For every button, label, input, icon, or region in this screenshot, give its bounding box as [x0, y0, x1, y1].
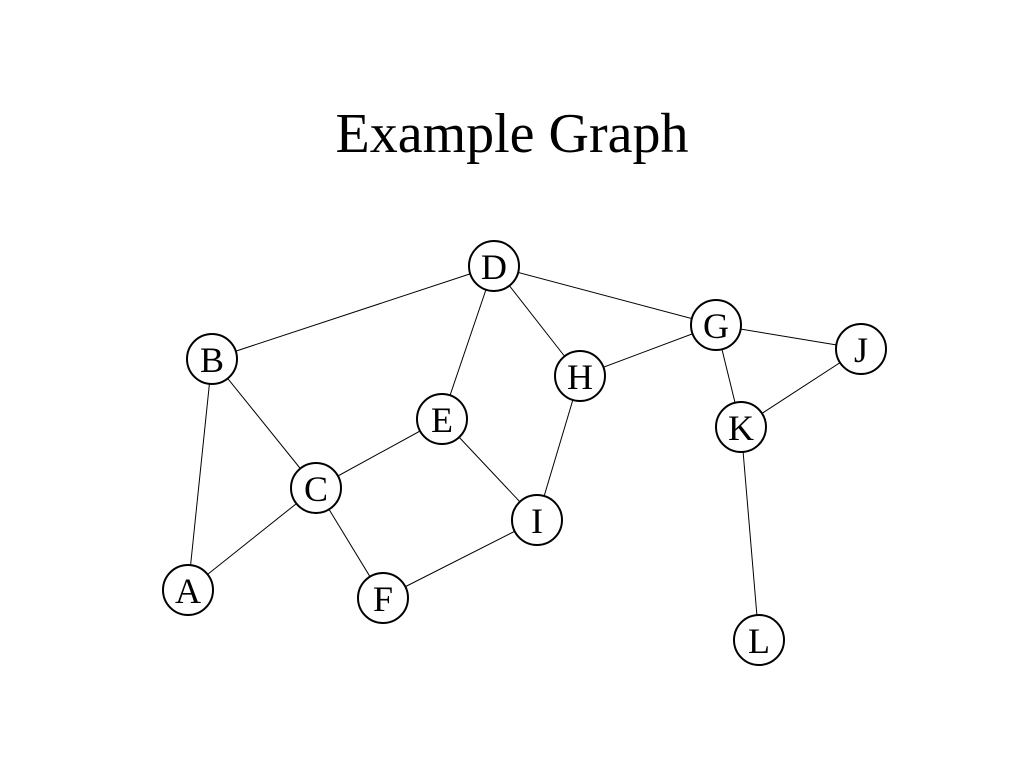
- edge-c-a: [187, 487, 317, 591]
- node-circle-j: [835, 323, 887, 375]
- edge-b-a: [187, 358, 213, 591]
- node-label-k: K: [728, 408, 754, 448]
- node-label-b: B: [200, 340, 224, 380]
- node-circle-b: [186, 333, 238, 385]
- node-circle-l: [733, 614, 785, 666]
- edges-layer: [187, 265, 862, 641]
- node-circle-e: [416, 393, 468, 445]
- node-label-j: J: [854, 330, 868, 370]
- edge-d-e: [441, 265, 495, 420]
- node-g: G: [690, 299, 742, 351]
- node-label-i: I: [531, 501, 543, 541]
- node-label-c: C: [304, 469, 328, 509]
- node-label-e: E: [431, 400, 453, 440]
- nodes-layer: A B C D E F G H I J K L: [162, 240, 887, 666]
- diagram-title: Example Graph: [335, 103, 689, 165]
- node-k: K: [715, 401, 767, 453]
- node-j: J: [835, 323, 887, 375]
- node-circle-g: [690, 299, 742, 351]
- node-circle-i: [511, 494, 563, 546]
- node-circle-a: [162, 564, 214, 616]
- node-label-g: G: [703, 306, 729, 346]
- node-label-d: D: [481, 247, 507, 287]
- node-d: D: [468, 240, 520, 292]
- node-f: F: [357, 572, 409, 624]
- node-a: A: [162, 564, 214, 616]
- node-circle-d: [468, 240, 520, 292]
- node-c: C: [290, 462, 342, 514]
- edge-d-g: [493, 265, 717, 326]
- node-e: E: [416, 393, 468, 445]
- edge-k-l: [740, 426, 760, 641]
- node-l: L: [733, 614, 785, 666]
- edge-f-i: [382, 519, 538, 599]
- node-i: I: [511, 494, 563, 546]
- node-h: H: [554, 350, 606, 402]
- node-b: B: [186, 333, 238, 385]
- node-label-l: L: [748, 621, 770, 661]
- node-circle-k: [715, 401, 767, 453]
- node-label-f: F: [373, 579, 393, 619]
- node-circle-f: [357, 572, 409, 624]
- node-label-h: H: [567, 357, 593, 397]
- node-circle-h: [554, 350, 606, 402]
- node-label-a: A: [175, 571, 201, 611]
- edge-b-d: [211, 265, 495, 360]
- node-circle-c: [290, 462, 342, 514]
- edge-b-c: [211, 358, 317, 489]
